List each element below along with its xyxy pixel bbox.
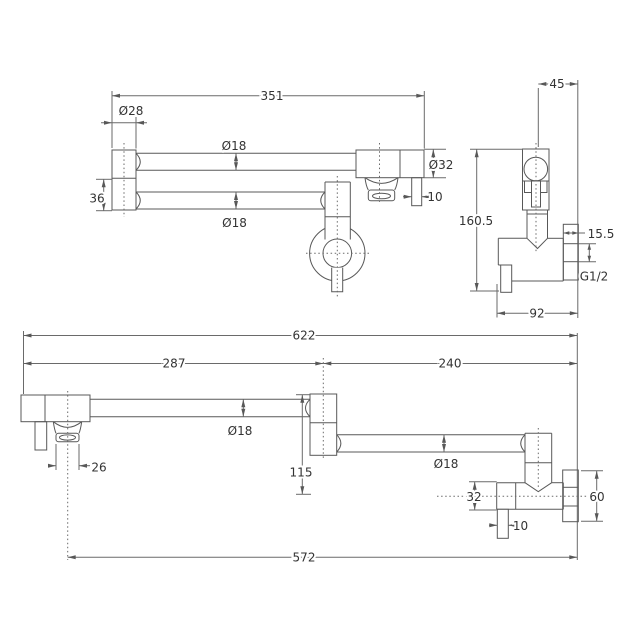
dim-front-arm-length: 287 [23, 355, 324, 373]
dim-label-g12: G1/2 [580, 270, 609, 284]
dim-label-o32: Ø32 [429, 158, 454, 172]
dim-mount-diameter: Ø28 [101, 102, 147, 149]
side-flange [562, 223, 579, 281]
dim-label-240: 240 [439, 357, 462, 371]
dim-label-26: 26 [91, 461, 106, 475]
dim-label-15-5: 15.5 [588, 227, 615, 241]
dim-label-287: 287 [163, 357, 186, 371]
extended-valve-body [496, 432, 564, 539]
extended-flange [562, 469, 579, 523]
dim-label-36: 36 [89, 192, 104, 206]
dim-label-160-5: 160.5 [459, 214, 493, 228]
extended-view: 622 287 240 Ø18 [20, 327, 607, 567]
dim-label-351: 351 [261, 89, 284, 103]
dim-flange-height: 60 [581, 470, 607, 522]
dim-label-572: 572 [293, 551, 316, 565]
dim-overall-width: 351 [111, 87, 425, 149]
dim-label-o18-front: Ø18 [228, 424, 253, 438]
dim-label-115: 115 [290, 466, 313, 480]
lower-arm [135, 191, 326, 210]
dim-label-10-top: 10 [427, 190, 442, 204]
dim-body-depth: 92 [496, 284, 578, 323]
dim-front-arm-diameter: Ø18 [226, 399, 254, 440]
dim-upper-arm-diameter: Ø18 [220, 137, 248, 171]
dim-aerator-width: 26 [48, 444, 109, 477]
dim-inlet-thread: G1/2 [578, 243, 610, 286]
dim-label-o18-rear: Ø18 [434, 457, 459, 471]
dim-label-60: 60 [589, 490, 604, 504]
extended-spout-lever [34, 421, 48, 451]
extended-aerator-dome [52, 421, 83, 428]
dim-body-height: 32 [464, 481, 497, 511]
dim-label-o18-lower: Ø18 [222, 216, 247, 230]
dim-label-45: 45 [549, 77, 564, 91]
dim-drop-height: 115 [288, 394, 314, 495]
dim-spout-lever-width: 10 [403, 188, 445, 206]
rear-arm [336, 434, 526, 453]
body-cone [526, 237, 548, 250]
dim-label-o28: Ø28 [119, 104, 144, 118]
dim-overall-height: 160.5 [457, 148, 523, 292]
spout-head [355, 149, 425, 207]
dim-lower-arm-diameter: Ø18 [220, 192, 249, 232]
extended-aerator-outlet [59, 434, 76, 441]
aerator-dome [364, 177, 399, 184]
valve-body [497, 237, 564, 293]
dim-wall-offset: 45 [537, 75, 578, 147]
dim-mount-depth: 36 [87, 178, 112, 212]
dim-label-10-bottom: 10 [513, 519, 528, 533]
front-arm [90, 398, 311, 418]
dim-rear-arm-diameter: Ø18 [432, 434, 460, 473]
top-view: 351 Ø28 36 Ø18 [87, 87, 455, 297]
side-view: 45 160.5 15.5 G1/2 [457, 75, 617, 323]
dim-rear-arm-length: 240 [323, 355, 578, 373]
spout-lever [411, 177, 423, 207]
dim-overall-reach: 622 [23, 327, 578, 394]
extended-spout-head [20, 394, 91, 451]
upper-arm [135, 152, 356, 171]
dim-flange-depth: 15.5 [563, 225, 616, 243]
dim-label-622: 622 [293, 329, 316, 343]
side-handle [500, 264, 513, 293]
aerator-outlet [372, 192, 391, 200]
aerator-tip [367, 189, 396, 202]
dim-label-32: 32 [466, 490, 481, 504]
dim-label-o18-upper: Ø18 [222, 139, 247, 153]
dim-handle-width: 10 [489, 517, 530, 535]
extended-body-cone [524, 482, 552, 493]
extended-handle [496, 508, 509, 539]
dim-spout-reach: 572 [67, 549, 578, 567]
dim-label-92: 92 [529, 307, 544, 321]
wall-elbow [306, 176, 369, 297]
middle-joint [309, 393, 338, 456]
dim-spout-body-diameter: Ø32 [424, 148, 455, 179]
